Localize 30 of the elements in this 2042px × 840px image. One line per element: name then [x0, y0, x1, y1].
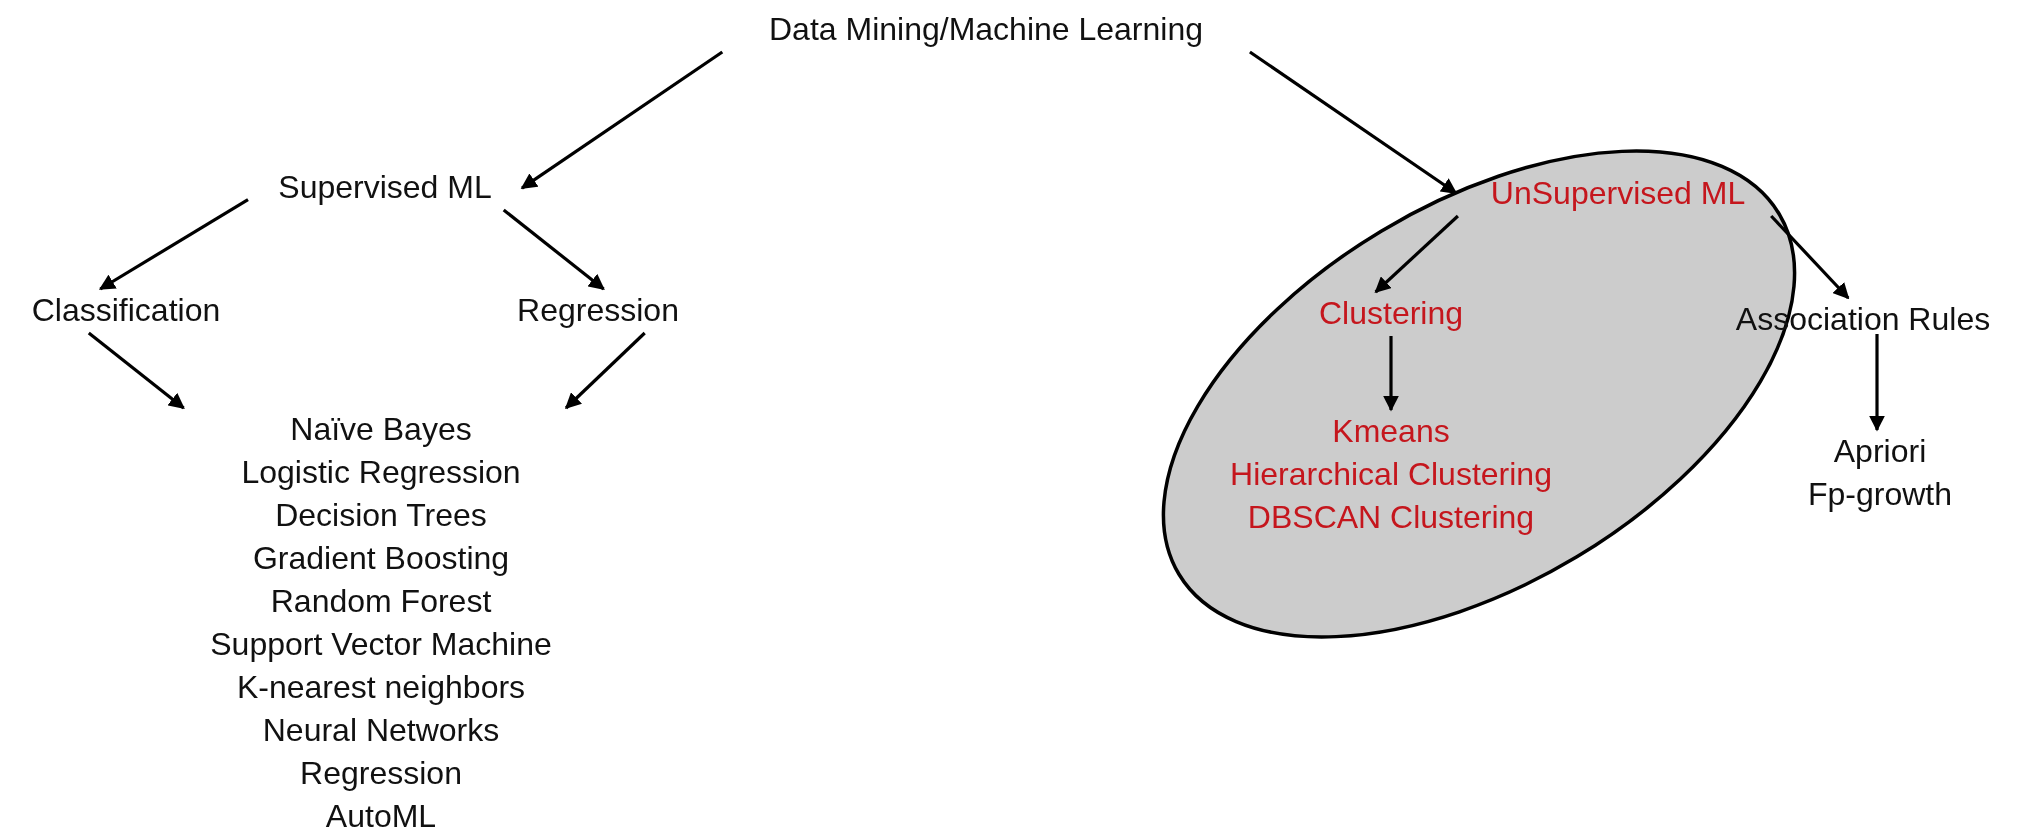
list-item: Naïve Bayes [290, 410, 472, 449]
arrow [1869, 334, 1885, 432]
list-item: Apriori [1833, 432, 1927, 471]
list-item: Random Forest [270, 582, 492, 621]
list-item: Support Vector Machine [210, 625, 552, 664]
node-label: Data Mining/Machine Learning [712, 8, 1260, 52]
node-label: Classification [6, 289, 246, 333]
arrow [564, 331, 646, 410]
list-item: Decision Trees [275, 496, 487, 535]
arrow [98, 198, 249, 291]
arrow [1374, 214, 1459, 294]
list-item: AutoML [325, 797, 437, 836]
list-item: K-nearest neighbors [236, 668, 526, 707]
arrow [87, 331, 185, 410]
list-item: Fp-growth [1807, 475, 1952, 514]
arrow [1383, 336, 1399, 412]
node-label: UnSupervised ML [1456, 172, 1780, 216]
list-item: Logistic Regression [241, 453, 521, 492]
list-item: DBSCAN Clustering [1247, 498, 1535, 537]
list-item: Hierarchical Clustering [1230, 455, 1552, 494]
arrow [1249, 50, 1458, 195]
list-item: Regression [300, 754, 462, 793]
node-label: Supervised ML [248, 166, 522, 210]
node-label: Clustering [1296, 292, 1486, 336]
node-label: Regression [495, 289, 701, 333]
arrow [502, 208, 605, 291]
list-item: Gradient Boosting [252, 539, 510, 578]
list-item: Neural Networks [262, 711, 500, 750]
arrow [520, 50, 724, 190]
list-item: Kmeans [1332, 412, 1450, 451]
